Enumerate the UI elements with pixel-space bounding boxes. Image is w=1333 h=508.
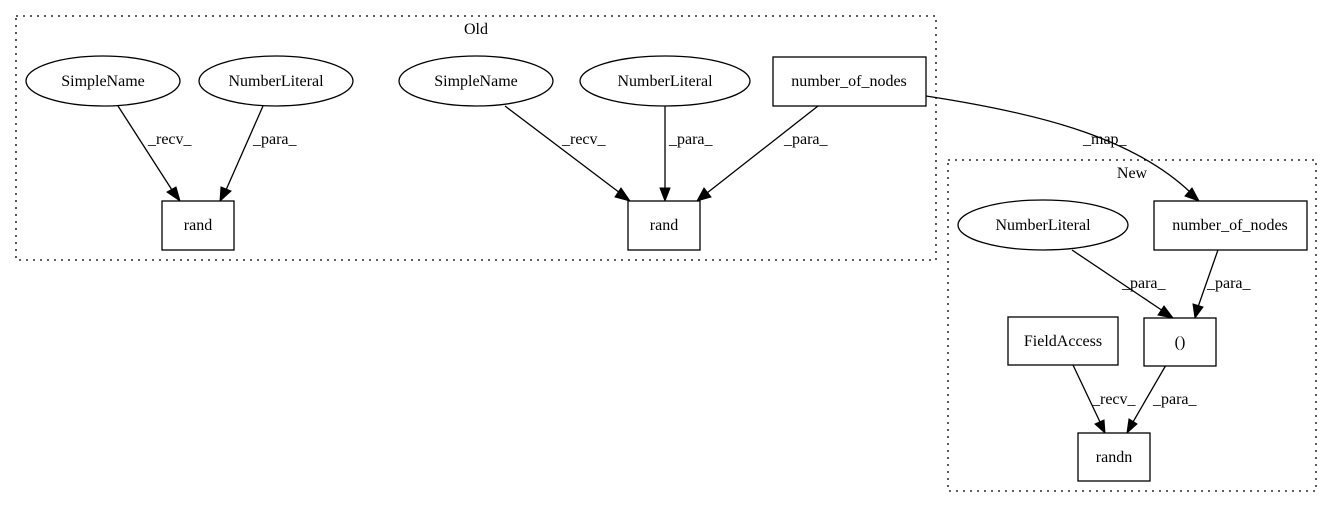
edge-label-para-1: _para_ — [252, 131, 298, 148]
node-fieldaccess: FieldAccess — [1007, 316, 1119, 366]
node-rand-2-label: rand — [650, 217, 678, 234]
node-simplename-2: SimpleName — [398, 55, 554, 107]
node-number-of-nodes-old: number_of_nodes — [772, 56, 927, 107]
edges: _recv_ _para_ _recv_ _para_ _para_ — [117, 95, 1252, 435]
edge-para-4: _para_ — [1071, 249, 1175, 319]
nodes: SimpleName NumberLiteral rand SimpleName… — [25, 55, 1308, 482]
node-rand-2: rand — [627, 200, 701, 251]
cluster-new-label: New — [1117, 165, 1148, 182]
node-numberliteral-2-label: NumberLiteral — [617, 73, 713, 90]
edge-para-6: _para_ — [1126, 364, 1198, 435]
edge-label-para-5: _para_ — [1206, 275, 1252, 292]
node-numberliteral-2: NumberLiteral — [579, 55, 751, 107]
edge-label-map: _map_ — [1082, 131, 1128, 148]
edge-label-para-6: _para_ — [1152, 391, 1198, 408]
edge-map: _map_ — [925, 95, 1201, 202]
edge-recv-1: _recv_ — [117, 105, 193, 203]
node-fieldaccess-label: FieldAccess — [1024, 333, 1102, 350]
node-numberliteral-new-label: NumberLiteral — [995, 217, 1091, 234]
cluster-new: New — [947, 159, 1317, 492]
edge-label-recv-2: _recv_ — [561, 131, 607, 148]
edge-recv-3: _recv_ — [1072, 364, 1137, 435]
edge-recv-2: _recv_ — [504, 105, 632, 202]
node-number-of-nodes-new-label: number_of_nodes — [1172, 217, 1288, 234]
edge-para-5: _para_ — [1192, 246, 1252, 320]
node-simplename-1: SimpleName — [25, 55, 181, 107]
edge-label-recv-3: _recv_ — [1091, 391, 1137, 408]
node-paren-call: () — [1143, 317, 1217, 367]
node-number-of-nodes-old-label: number_of_nodes — [791, 73, 907, 90]
node-paren-call-label: () — [1175, 334, 1186, 351]
edge-label-para-4: _para_ — [1121, 275, 1167, 292]
node-simplename-2-label: SimpleName — [434, 73, 518, 90]
edge-para-2: _para_ — [659, 106, 714, 203]
node-number-of-nodes-new: number_of_nodes — [1153, 200, 1308, 251]
node-rand-1-label: rand — [184, 217, 212, 234]
edge-label-recv-1: _recv_ — [147, 131, 193, 148]
edge-label-para-2: _para_ — [668, 131, 714, 148]
node-randn-label: randn — [1096, 449, 1132, 466]
node-simplename-1-label: SimpleName — [61, 73, 145, 90]
edge-para-1: _para_ — [219, 105, 298, 203]
node-rand-1: rand — [161, 200, 235, 251]
node-numberliteral-1-label: NumberLiteral — [228, 73, 324, 90]
edge-para-3: _para_ — [695, 105, 829, 202]
edge-label-para-3: _para_ — [783, 131, 829, 148]
node-randn: randn — [1077, 432, 1151, 482]
node-numberliteral-new: NumberLiteral — [957, 199, 1129, 251]
cluster-old-label: Old — [464, 21, 488, 38]
node-numberliteral-1: NumberLiteral — [198, 55, 354, 107]
cluster-old: Old — [15, 15, 937, 261]
